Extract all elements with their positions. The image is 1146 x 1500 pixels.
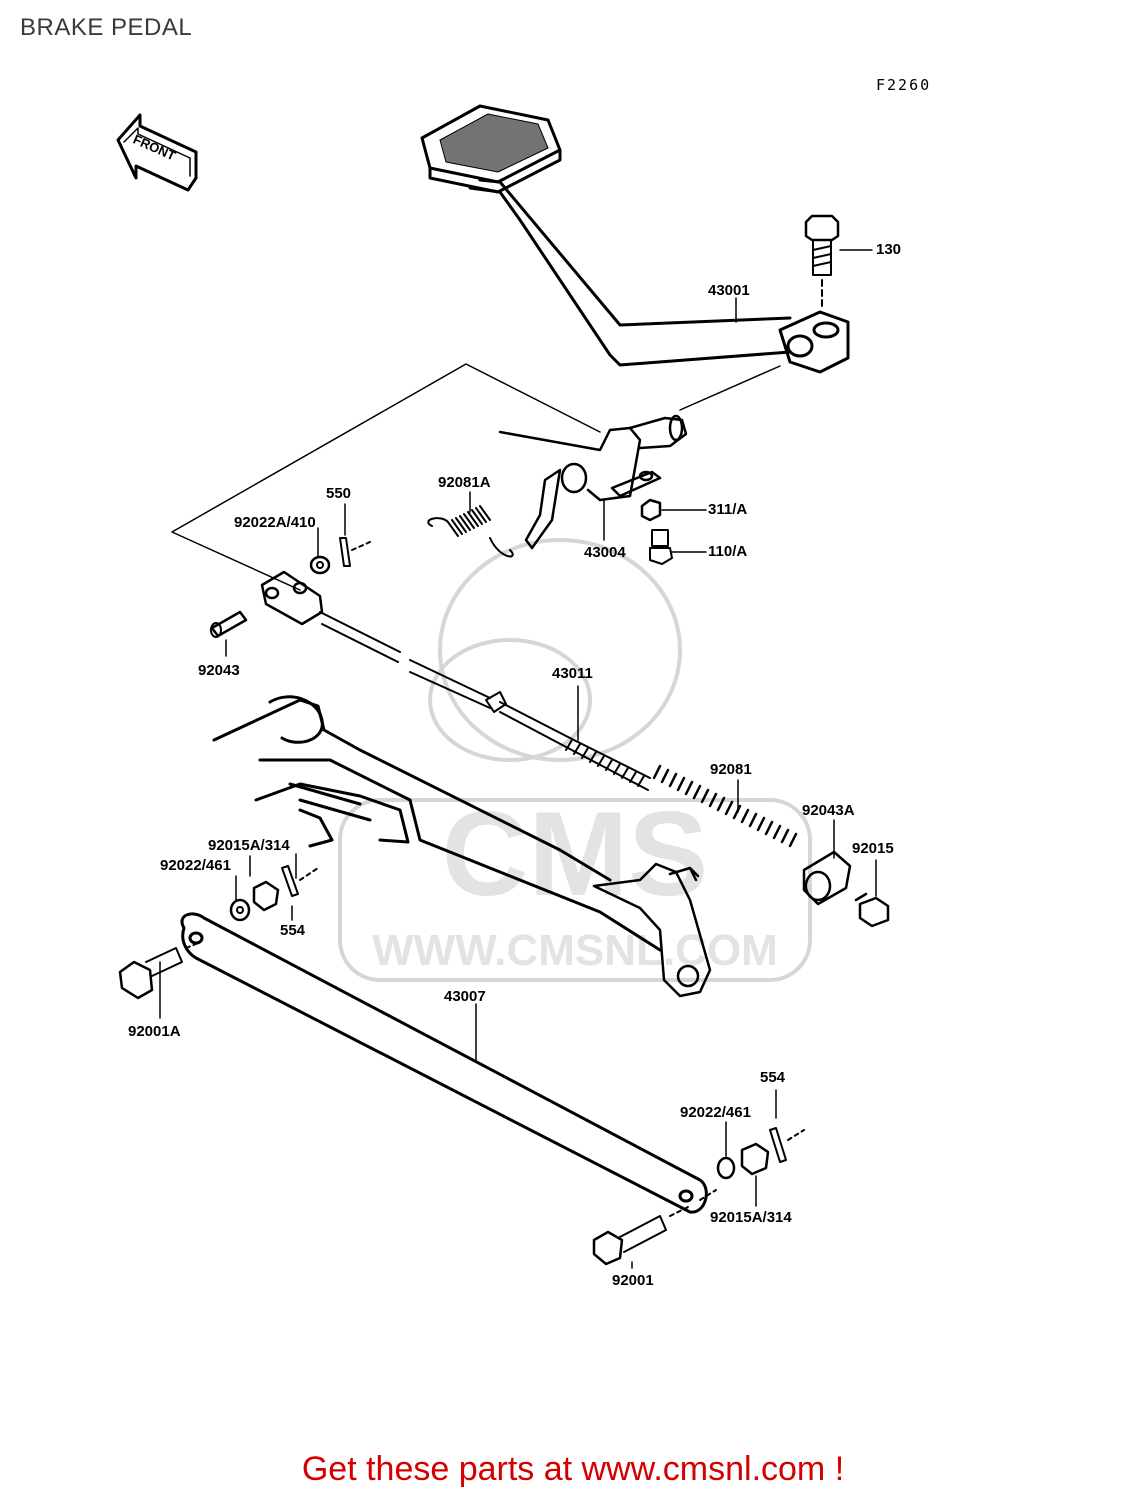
nut-92015a-314-right <box>740 1142 770 1176</box>
cotter-pin-554-right <box>769 1127 805 1163</box>
watermark-url: WWW.CMSNL.COM <box>372 926 778 975</box>
clevis-pin-92043 <box>210 610 248 638</box>
washer-92022-461-left <box>229 898 251 922</box>
swing-arm <box>212 695 662 952</box>
callout-43007: 43007 <box>444 988 486 1005</box>
callout-311a: 311/A <box>708 501 748 518</box>
callout-92081a: 92081A <box>438 474 491 491</box>
callout-92022-461-right: 92022/461 <box>680 1104 751 1121</box>
callout-43011: 43011 <box>552 665 593 682</box>
page-title: BRAKE PEDAL <box>20 14 193 41</box>
pedal-arm <box>468 178 850 374</box>
clevis <box>260 570 324 626</box>
cotter-pin-554-left <box>281 865 319 897</box>
spring-92081a <box>427 505 514 558</box>
washer-92022a-410 <box>309 555 331 575</box>
watermark-logo: CMS <box>442 787 709 921</box>
brake-rod-43011 <box>319 611 651 791</box>
callout-130: 130 <box>876 241 902 258</box>
bolt-110a <box>649 529 673 565</box>
callout-92081: 92081 <box>710 761 752 778</box>
callout-554-left: 554 <box>280 922 306 939</box>
callout-92001: 92001 <box>612 1272 654 1289</box>
callout-92022a-410: 92022A/410 <box>234 514 316 531</box>
cotter-pin-550 <box>339 537 371 567</box>
callout-554-right: 554 <box>760 1069 786 1086</box>
callout-92015a-314-bottom: 92015A/314 <box>710 1209 792 1226</box>
callout-92043: 92043 <box>198 662 240 679</box>
front-arrow-icon <box>116 113 198 192</box>
leader-lines <box>159 249 877 1269</box>
callout-92043a: 92043A <box>802 802 855 819</box>
brake-pedal-pad <box>420 104 562 194</box>
callout-92015a-314-top: 92015A/314 <box>208 837 290 854</box>
callout-92022-461-left: 92022/461 <box>160 857 231 874</box>
spring-92081 <box>652 764 798 848</box>
nut-311a <box>640 498 662 522</box>
callout-110a: 110/A <box>708 543 748 560</box>
bolt-92001a <box>118 943 197 1000</box>
brake-lever-43004 <box>498 414 688 550</box>
footer-link[interactable]: Get these parts at www.cmsnl.com ! <box>0 1450 1146 1489</box>
callout-550: 550 <box>326 485 352 502</box>
assembly-outline <box>171 363 601 591</box>
torque-link-43007 <box>180 912 708 1214</box>
callout-92001a: 92001A <box>128 1023 181 1040</box>
nut-92015 <box>854 892 890 928</box>
callout-43001: 43001 <box>708 282 750 299</box>
bolt-92001 <box>592 1205 691 1266</box>
footer-text[interactable]: Get these parts at www.cmsnl.com ! <box>301 1450 845 1488</box>
rear-brake-arm <box>592 862 712 998</box>
figure-code: F2260 <box>876 76 932 94</box>
nut-92015a-314-left <box>252 880 280 912</box>
washer-92022-461-right <box>716 1156 736 1180</box>
watermark: CMS WWW.CMSNL.COM <box>338 538 812 982</box>
callout-43004: 43004 <box>584 544 626 561</box>
callout-92015: 92015 <box>852 840 894 857</box>
bolt-130 <box>804 214 840 311</box>
